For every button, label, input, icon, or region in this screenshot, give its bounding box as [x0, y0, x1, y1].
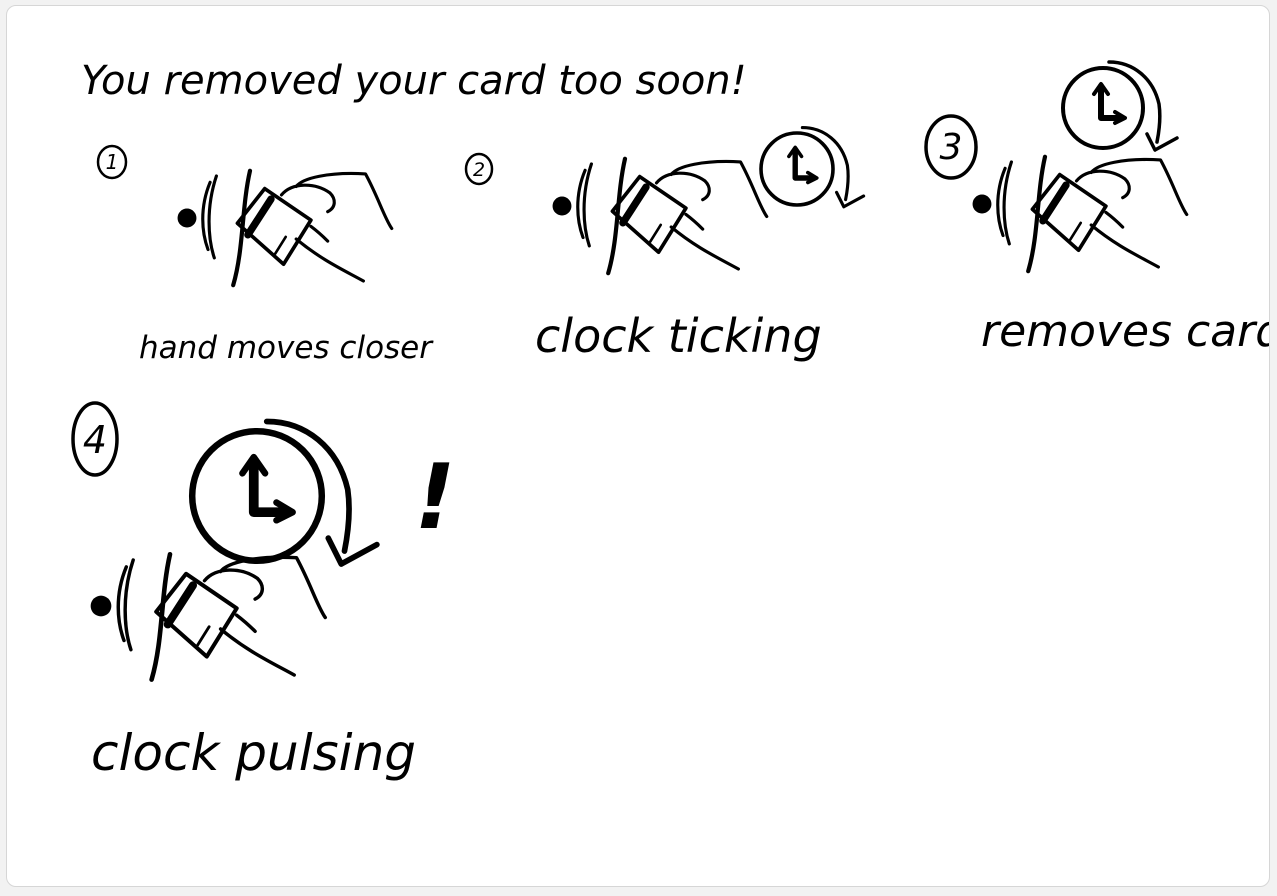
step-4-number-badge: 4: [71, 401, 119, 477]
clock-icon: [192, 421, 377, 564]
exclamation-mark: !: [414, 445, 455, 550]
step-1-number-badge: 1: [96, 144, 128, 180]
step-3-number-badge: 3: [924, 114, 978, 180]
card-reader-illustration: [178, 171, 392, 285]
card-reader-illustration: [973, 157, 1187, 271]
step-4-panel: 4 ! clock pulsing: [71, 401, 456, 782]
step-caption: clock pulsing: [91, 724, 416, 782]
step-number: 1: [106, 150, 119, 174]
step-1-panel: 1 hand moves closer: [96, 144, 434, 366]
storyboard-drawing: You removed your card too soon! 1 hand m…: [71, 58, 1270, 782]
step-caption: clock ticking: [535, 309, 822, 363]
step-2-number-badge: 2: [464, 152, 494, 186]
storyboard-sheet: You removed your card too soon! 1 hand m…: [6, 5, 1270, 887]
step-number: 4: [83, 418, 107, 462]
step-caption: hand moves closer: [139, 330, 434, 366]
card-reader-illustration: [553, 159, 767, 273]
step-caption: removes card: [981, 306, 1270, 357]
page-title: You removed your card too soon!: [81, 58, 747, 104]
card-reader-illustration: [91, 554, 326, 679]
step-3-panel: 3 removes card: [924, 62, 1270, 357]
clock-icon: [1063, 62, 1177, 150]
step-number: 2: [473, 159, 485, 181]
clock-icon: [761, 128, 864, 207]
step-number: 3: [940, 127, 963, 168]
step-2-panel: 2 clock ticking: [464, 128, 864, 363]
